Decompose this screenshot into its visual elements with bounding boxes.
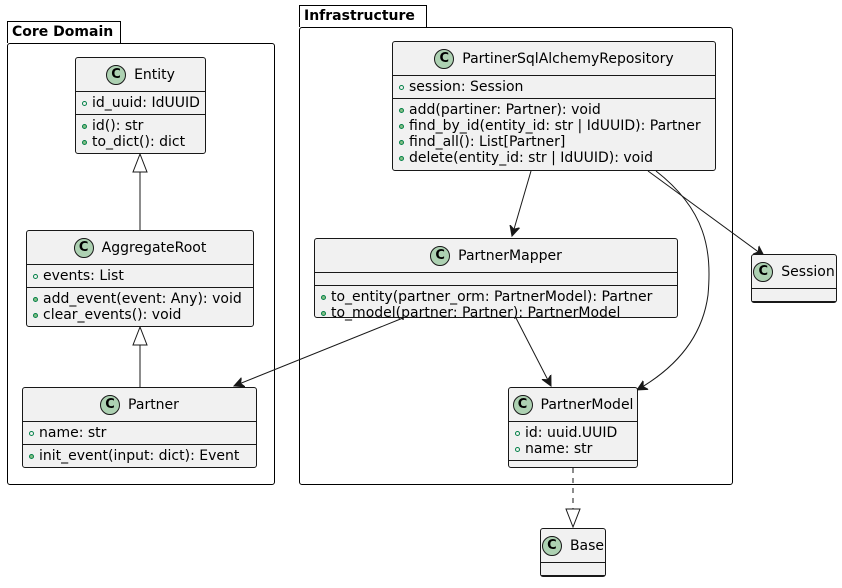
class-icon: C (753, 261, 774, 282)
public-method-icon (33, 296, 38, 302)
methods-section: add(partiner: Partner): void find_by_id(… (393, 98, 715, 169)
class-name: AggregateRoot (101, 239, 207, 256)
inheritance-triangle-entity (132, 152, 148, 173)
package-tab-infrastructure: Infrastructure (299, 5, 427, 27)
field-item: id: uuid.UUID (515, 425, 631, 441)
field-item: id_uuid: IdUUID (82, 95, 200, 111)
class-icon: C (430, 245, 451, 266)
class-base[interactable]: C Base (540, 528, 606, 577)
public-method-icon (399, 107, 404, 113)
class-icon: C (100, 394, 121, 415)
class-header: C PartinerSqlAlchemyRepository (393, 42, 715, 75)
fields-section: events: List (27, 264, 253, 287)
methods-section (541, 575, 605, 588)
fields-section: id: uuid.UUID name: str (509, 421, 637, 460)
class-name: Session (781, 263, 835, 280)
class-repository[interactable]: C PartinerSqlAlchemyRepository session: … (392, 41, 716, 171)
public-method-icon (321, 310, 326, 316)
realization-triangle-base (565, 508, 581, 529)
public-method-icon (82, 139, 87, 145)
public-method-icon (399, 155, 404, 161)
method-item: delete(entity_id: str | IdUUID): void (399, 150, 709, 166)
field-item: name: str (29, 425, 250, 441)
field-item: session: Session (399, 79, 709, 95)
methods-section (509, 460, 637, 473)
inheritance-triangle-aggregateroot (132, 325, 148, 346)
class-name: PartnerModel (540, 396, 634, 413)
public-method-icon (399, 139, 404, 145)
method-item: add(partiner: Partner): void (399, 102, 709, 118)
class-partnermodel[interactable]: C PartnerModel id: uuid.UUID name: str (508, 387, 638, 468)
public-field-icon (82, 100, 87, 106)
methods-section: id(): str to_dict(): dict (76, 114, 205, 153)
class-icon: C (541, 535, 562, 556)
class-entity[interactable]: C Entity id_uuid: IdUUID id(): str to_di… (75, 57, 206, 154)
fields-section (315, 272, 677, 285)
method-item: clear_events(): void (33, 307, 247, 323)
class-partnermapper[interactable]: C PartnerMapper to_entity(partner_orm: P… (314, 238, 678, 321)
edge-repository-session (647, 170, 764, 256)
class-header: C AggregateRoot (27, 231, 253, 264)
method-item: to_entity(partner_orm: PartnerModel): Pa… (321, 289, 671, 305)
class-icon: C (73, 237, 94, 258)
class-name: PartinerSqlAlchemyRepository (462, 50, 674, 67)
edge-repository-partnermodel (637, 170, 710, 390)
public-method-icon (33, 312, 38, 318)
class-name: Partner (128, 396, 179, 413)
public-method-icon (82, 123, 87, 129)
fields-section (752, 288, 836, 301)
method-item: find_all(): List[Partner] (399, 134, 709, 150)
class-header: C PartnerModel (509, 388, 637, 421)
edge-mapper-partner (234, 317, 404, 386)
method-item: init_event(input: dict): Event (29, 448, 250, 464)
class-icon: C (434, 48, 455, 69)
fields-section: name: str (23, 421, 256, 444)
methods-section: init_event(input: dict): Event (23, 444, 256, 467)
field-item: events: List (33, 268, 247, 284)
method-item: add_event(event: Any): void (33, 291, 247, 307)
methods-section: add_event(event: Any): void clear_events… (27, 287, 253, 326)
edge-mapper-partnermodel (515, 317, 551, 386)
class-name: Entity (134, 66, 175, 83)
method-item: id(): str (82, 118, 199, 134)
package-infrastructure (299, 27, 733, 485)
class-aggregateroot[interactable]: C AggregateRoot events: List add_event(e… (26, 230, 254, 327)
class-name: PartnerMapper (458, 247, 562, 264)
class-header: C Entity (76, 58, 205, 91)
method-item: find_by_id(entity_id: str | IdUUID): Par… (399, 118, 709, 134)
class-name: Base (569, 537, 605, 554)
edge-repository-mapper (512, 170, 532, 236)
package-core-domain (7, 43, 275, 485)
class-session[interactable]: C Session (751, 254, 837, 303)
public-method-icon (399, 123, 404, 129)
class-header: C Partner (23, 388, 256, 421)
public-field-icon (515, 446, 520, 452)
fields-section (541, 562, 605, 575)
class-header: C PartnerMapper (315, 239, 677, 272)
field-item: name: str (515, 441, 631, 457)
class-header: C Base (541, 529, 605, 562)
method-item: to_model(partner: Partner): PartnerModel (321, 305, 671, 321)
class-icon: C (106, 64, 127, 85)
public-method-icon (29, 453, 34, 459)
public-field-icon (33, 273, 38, 279)
methods-section (752, 301, 836, 314)
fields-section: id_uuid: IdUUID (76, 91, 205, 114)
fields-section: session: Session (393, 75, 715, 98)
methods-section: to_entity(partner_orm: PartnerModel): Pa… (315, 285, 677, 324)
class-partner[interactable]: C Partner name: str init_event(input: di… (22, 387, 257, 468)
public-method-icon (321, 294, 326, 300)
package-tab-core-domain: Core Domain (7, 21, 121, 43)
public-field-icon (399, 84, 404, 90)
public-field-icon (29, 430, 34, 436)
method-item: to_dict(): dict (82, 134, 199, 150)
class-icon: C (512, 394, 533, 415)
class-header: C Session (752, 255, 836, 288)
public-field-icon (515, 430, 520, 436)
